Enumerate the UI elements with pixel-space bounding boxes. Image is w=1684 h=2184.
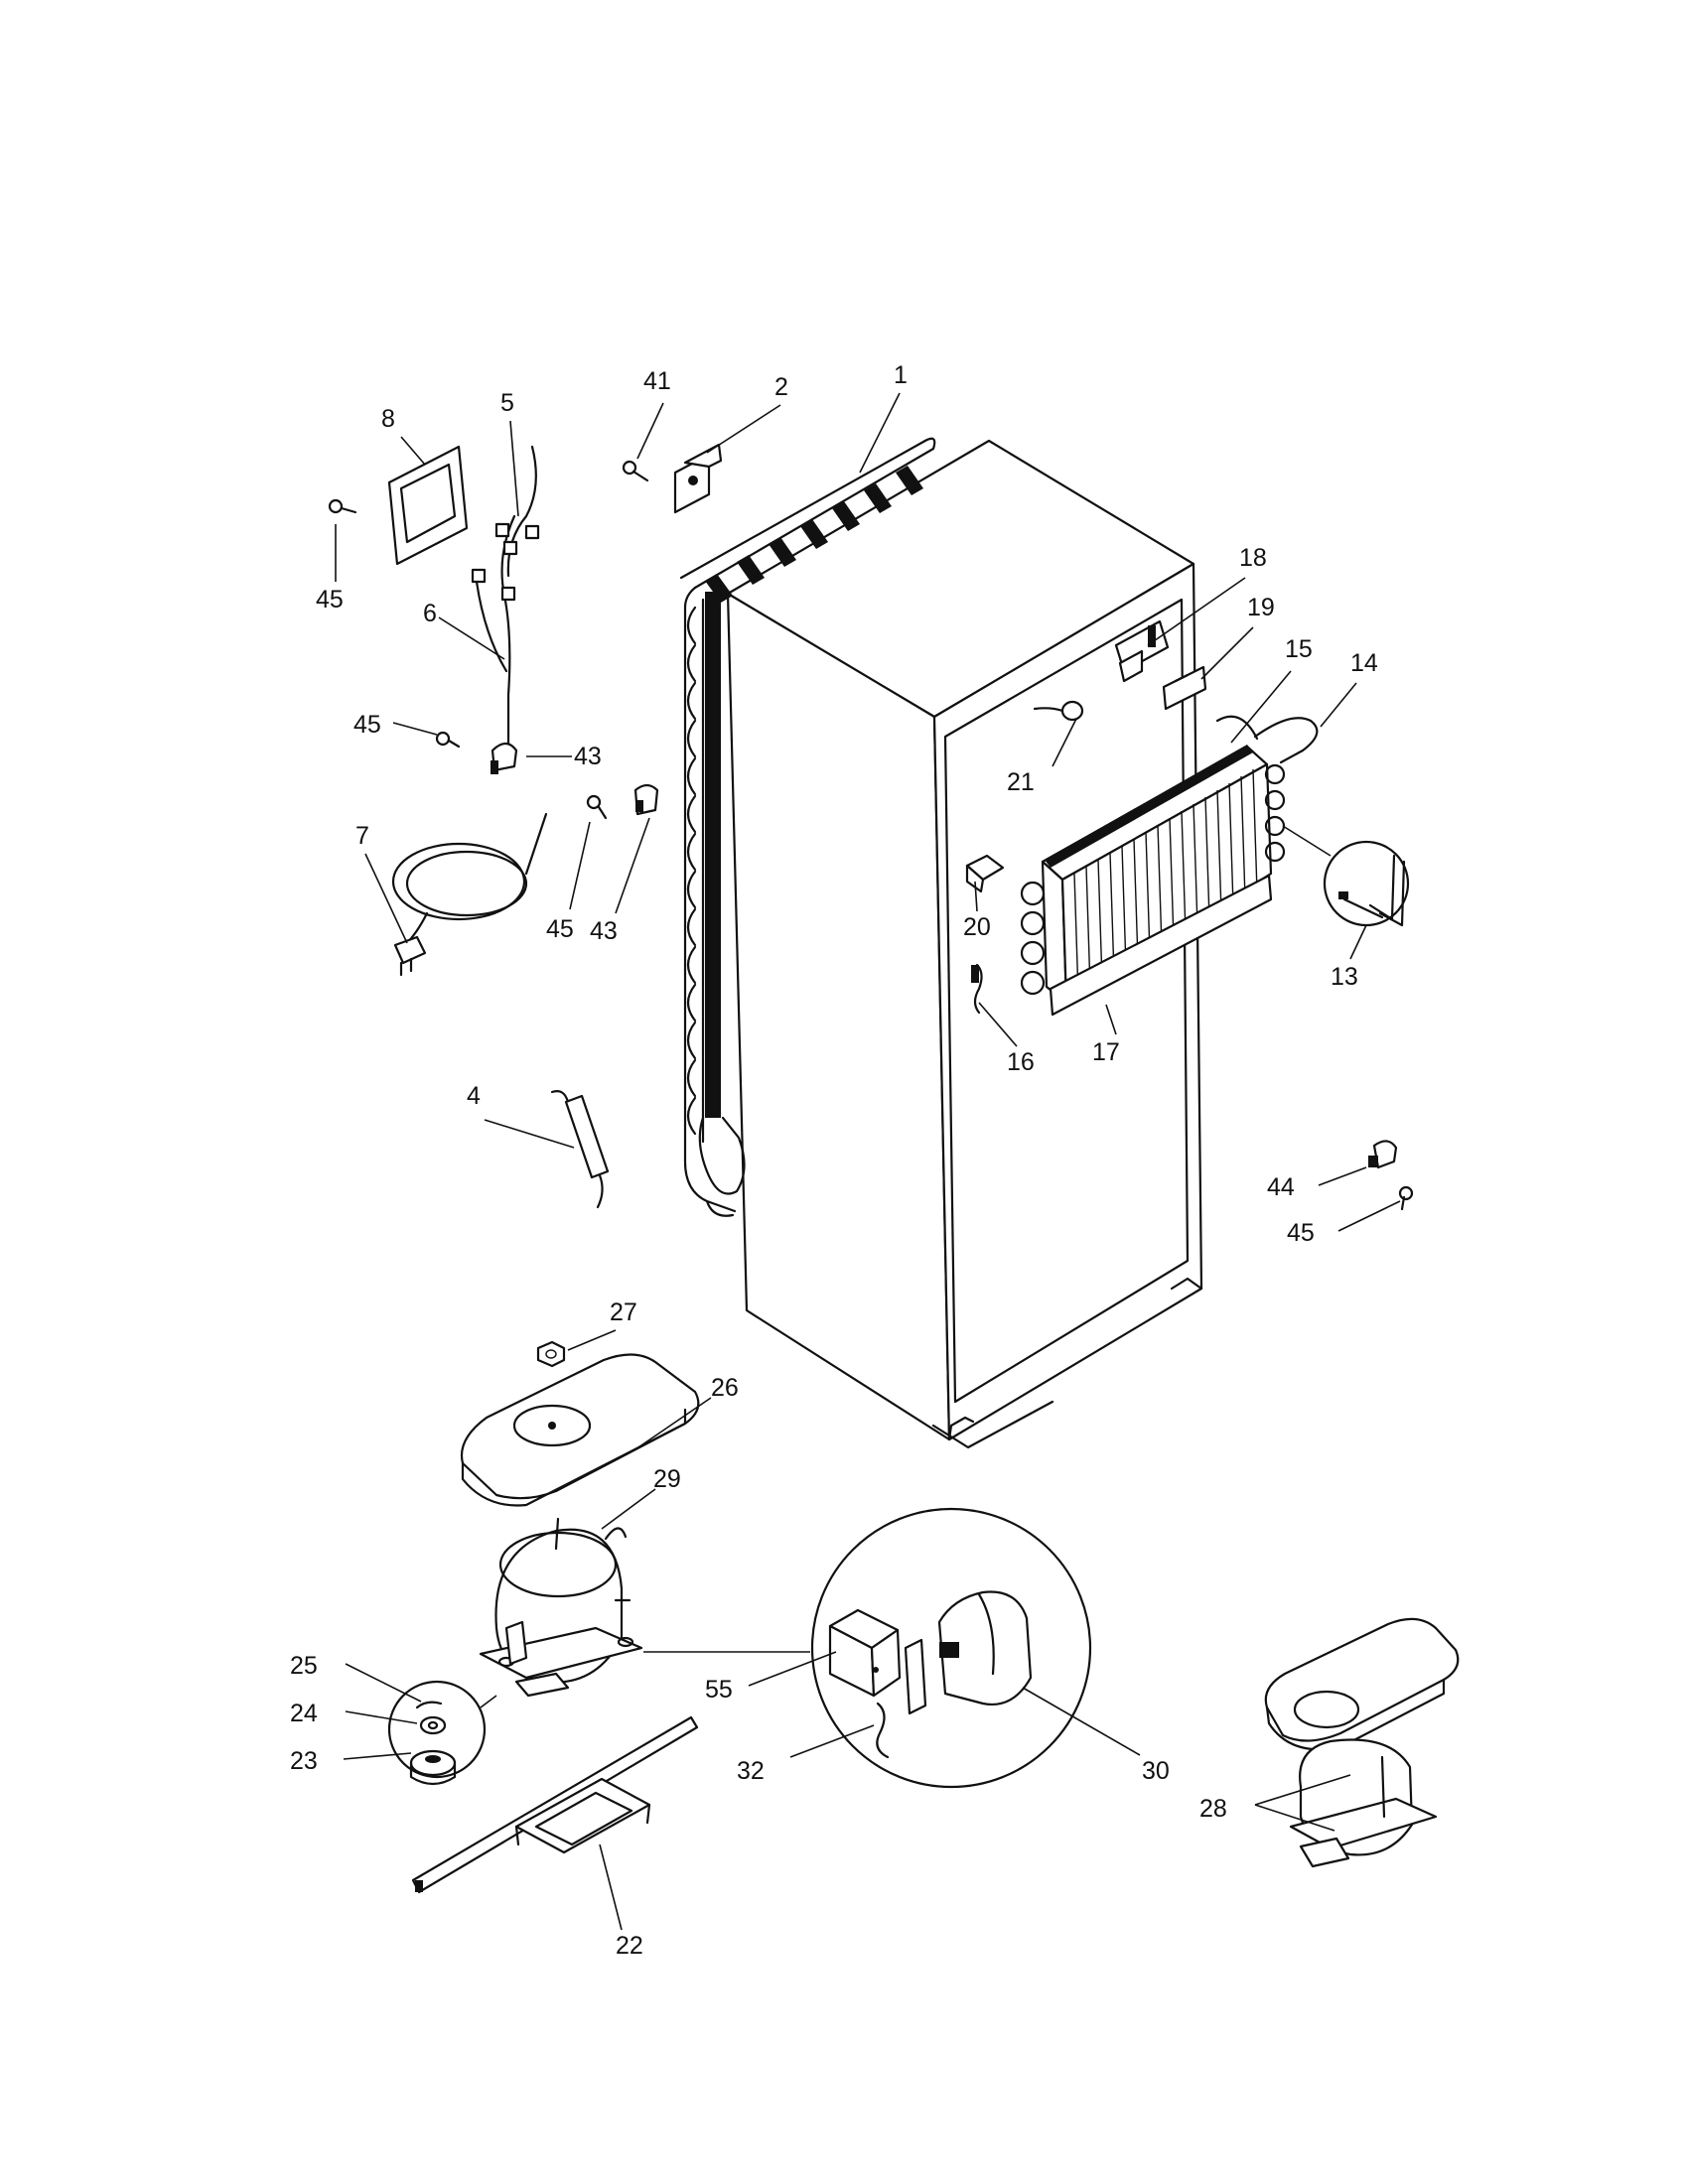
part-43-clamp-b (633, 783, 659, 816)
callout-18: 18 (1239, 544, 1267, 572)
part-26-drain-pan (460, 1353, 700, 1507)
callout-22: 22 (616, 1932, 643, 1960)
callout-4: 4 (467, 1082, 481, 1110)
callout-45-b: 45 (353, 711, 381, 739)
part-45-screw-d (1398, 1185, 1414, 1211)
callout-15: 15 (1285, 635, 1313, 663)
part-21-sensor (1033, 700, 1084, 722)
callout-23: 23 (290, 1747, 318, 1775)
evaporator-fins (1073, 768, 1258, 997)
callout-30: 30 (1142, 1757, 1170, 1785)
part-45-screw-a (328, 498, 357, 514)
part-16-thermostat (971, 963, 983, 1015)
part-28-compressor-assembly (1264, 1617, 1460, 1868)
callout-27: 27 (610, 1298, 637, 1326)
callout-44: 44 (1267, 1173, 1295, 1201)
leader-lines (335, 392, 1401, 1931)
condenser-top-fins (705, 466, 923, 603)
callout-25: 25 (290, 1652, 318, 1680)
callout-55: 55 (705, 1676, 733, 1704)
condenser-coil (679, 437, 936, 1217)
callout-20: 20 (963, 913, 991, 941)
part-8-frame (387, 445, 469, 566)
part-44-clamp (1368, 1140, 1398, 1169)
callout-2: 2 (774, 373, 788, 401)
callout-6: 6 (423, 600, 437, 627)
relay-detail-circle (643, 1507, 1092, 1789)
callout-14: 14 (1350, 649, 1378, 677)
callout-45-d: 45 (1287, 1219, 1315, 1247)
part-7-power-cord (391, 812, 548, 977)
part-23-24-25-grommet-detail (387, 1680, 497, 1786)
part-45-screw-c (586, 794, 608, 820)
callout-8: 8 (381, 405, 395, 433)
callout-24: 24 (290, 1700, 318, 1727)
callout-28: 28 (1199, 1795, 1227, 1823)
callout-19: 19 (1247, 594, 1275, 621)
part-19-bracket (1162, 665, 1207, 711)
callout-7: 7 (355, 822, 369, 850)
part-29-compressor (479, 1517, 643, 1698)
callout-45-c: 45 (546, 915, 574, 943)
callout-1: 1 (894, 361, 908, 389)
condenser-side-loops (686, 606, 697, 1136)
part-4-drier (550, 1090, 610, 1209)
part-2-bracket (673, 443, 723, 514)
callout-29: 29 (653, 1465, 681, 1493)
callout-43-top: 43 (574, 743, 602, 770)
part-22-base-rail (411, 1715, 699, 1894)
condenser-side-fins (705, 592, 721, 1118)
part-5-6-wire-harness (471, 445, 540, 747)
callout-16: 16 (1007, 1048, 1035, 1076)
callout-17: 17 (1092, 1038, 1120, 1066)
part-43-clamp-a (491, 742, 518, 774)
part-18-bracket (1114, 619, 1170, 683)
part-45-screw-b (435, 731, 461, 749)
evaporator-coil (1020, 715, 1319, 1017)
part-13-detail-circle (1282, 825, 1410, 927)
callout-26: 26 (711, 1374, 739, 1402)
callout-5: 5 (500, 389, 514, 417)
callout-45-a: 45 (316, 586, 344, 614)
callout-32: 32 (737, 1757, 765, 1785)
part-27-nut (536, 1340, 566, 1368)
callout-21: 21 (1007, 768, 1035, 796)
part-20-clip (965, 854, 1005, 893)
callout-41: 41 (643, 367, 671, 395)
callout-43-bottom: 43 (590, 917, 618, 945)
callout-13: 13 (1331, 963, 1358, 991)
callout-labels: 1 2 4 5 6 7 8 13 14 15 16 17 18 19 20 21… (290, 361, 1378, 1960)
part-41-screw (622, 460, 649, 482)
